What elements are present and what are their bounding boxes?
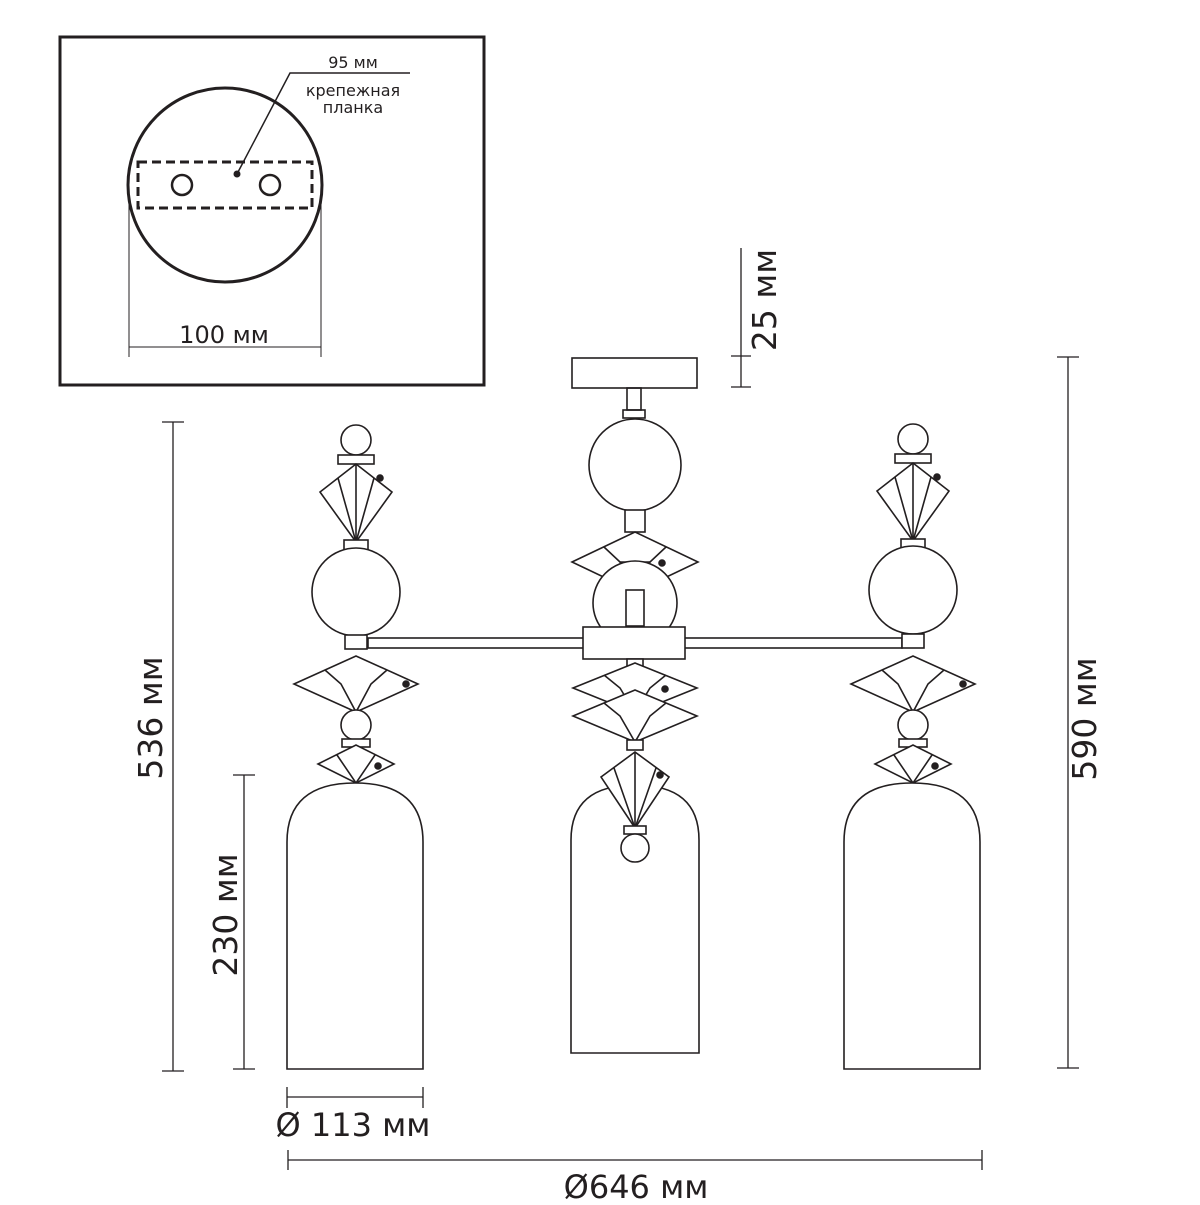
left-top-ball	[340, 424, 372, 456]
right-sphere	[868, 545, 958, 635]
right-shade	[843, 782, 981, 1070]
base-diameter-label: 100 мм	[179, 321, 269, 349]
canopy-stem	[626, 387, 642, 411]
left-top-crystal	[376, 474, 384, 482]
inset-frame	[58, 35, 486, 387]
right-lower-crystal	[931, 762, 939, 770]
mounting-plate-outline	[136, 160, 314, 210]
right-lower-cage	[873, 744, 953, 784]
right-arm	[683, 637, 903, 649]
center-hub	[582, 626, 686, 660]
shade-height-label: 230 мм	[206, 853, 245, 976]
plate-width-label: 95 мм	[328, 53, 378, 72]
canopy-circle	[126, 86, 324, 284]
left-lower-crystal	[374, 762, 382, 770]
center-finial-ball	[620, 833, 650, 863]
left-diamond-crystal	[402, 680, 410, 688]
right-lower-ball	[897, 709, 929, 741]
ceiling-canopy	[571, 357, 698, 389]
center-crystal-1	[658, 559, 666, 567]
left-arm	[367, 637, 589, 649]
chandelier-drawing	[286, 357, 981, 1070]
center-connector-2	[625, 589, 645, 627]
right-joint	[901, 633, 925, 649]
left-top-cap	[337, 454, 375, 465]
center-upper-sphere	[588, 418, 682, 512]
overall-diameter-label: Ø646 мм	[564, 1168, 709, 1200]
dimension-lines	[162, 248, 1079, 1170]
center-connector-4	[626, 739, 644, 751]
screw-hole-right	[258, 173, 282, 197]
plate-leader-line	[236, 72, 410, 175]
center-crystal-2	[661, 685, 669, 693]
left-shade	[286, 782, 424, 1070]
right-diamond-crystal	[959, 680, 967, 688]
left-lower-ball	[340, 709, 372, 741]
total-height-label: 590 мм	[1065, 657, 1104, 780]
plate-label-line2: планка	[323, 98, 383, 117]
left-joint	[344, 634, 368, 650]
left-diamond	[292, 655, 420, 713]
center-finial-ring	[623, 825, 647, 835]
arm-height-label: 536 мм	[131, 656, 170, 779]
center-diamond-3	[570, 689, 700, 743]
right-top-crystal	[933, 473, 941, 481]
mount-height-label: 25 мм	[745, 249, 784, 351]
left-sphere	[311, 547, 401, 637]
left-lower-cage	[316, 744, 396, 784]
mounting-plate-inset: 95 мм крепежная планка 100 мм	[58, 35, 486, 387]
canopy-stem-ring	[622, 409, 646, 419]
right-diamond	[849, 655, 977, 713]
right-top-ball	[897, 423, 929, 455]
center-crystal-3	[656, 771, 664, 779]
center-connector-1	[624, 509, 646, 533]
shade-diameter-label: Ø 113 мм	[276, 1106, 431, 1144]
plate-label-line1: крепежная	[306, 81, 400, 100]
right-top-cap	[894, 453, 932, 464]
screw-hole-left	[170, 173, 194, 197]
